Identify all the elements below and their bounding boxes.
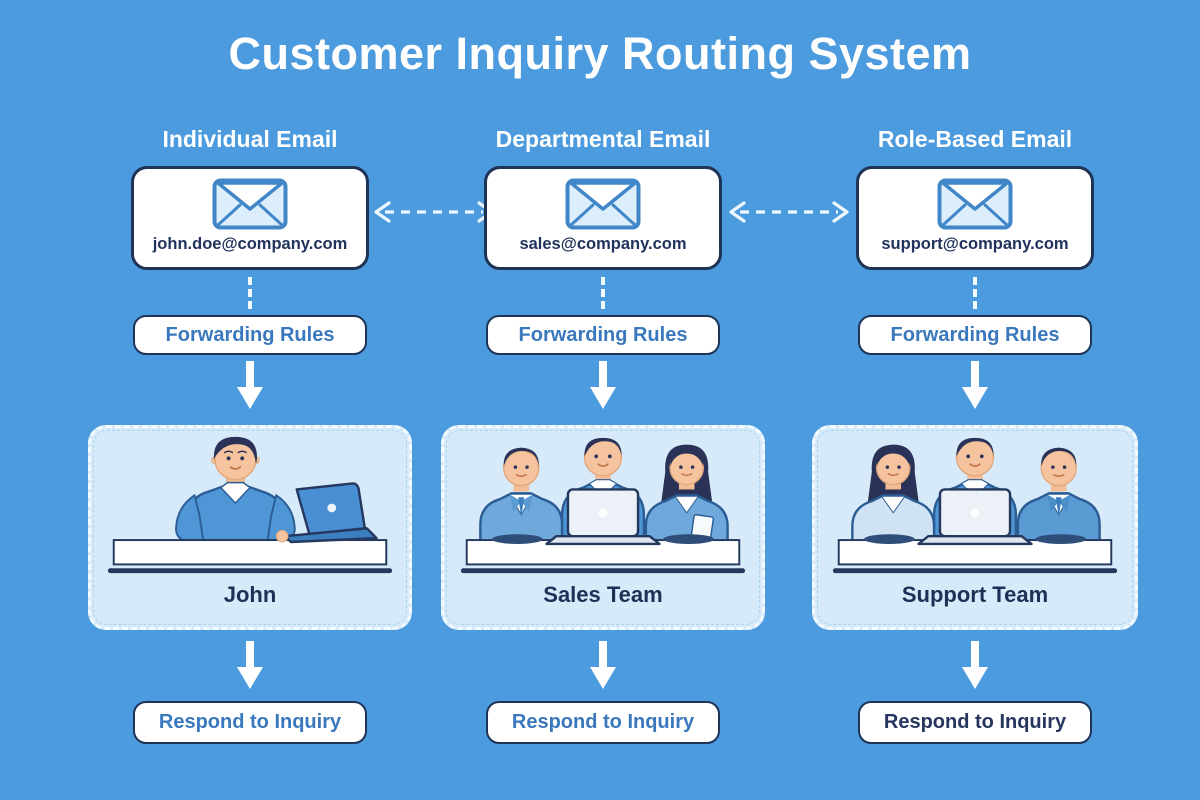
email-box: support@company.com bbox=[856, 166, 1094, 270]
keyboard bbox=[1035, 534, 1086, 544]
support-team-illustration bbox=[832, 437, 1118, 574]
desk bbox=[107, 539, 393, 574]
forwarding-rules-box: Forwarding Rules bbox=[486, 315, 720, 355]
email-box: john.doe@company.com bbox=[131, 166, 369, 270]
column-header: Role-Based Email bbox=[877, 126, 1073, 152]
column-header: Individual Email bbox=[162, 126, 338, 152]
respond-label: Respond to Inquiry bbox=[511, 711, 695, 733]
forwarding-rules-label: Forwarding Rules bbox=[165, 323, 335, 346]
dashed-connector bbox=[973, 277, 977, 309]
down-arrow-icon bbox=[237, 641, 263, 689]
laptop bbox=[275, 482, 378, 544]
dashed-connector bbox=[601, 277, 605, 309]
respond-box: Respond to Inquiry bbox=[133, 701, 367, 744]
team-box: Sales Team bbox=[441, 425, 765, 630]
forwarding-rules-box: Forwarding Rules bbox=[133, 315, 367, 355]
john-illustration bbox=[107, 436, 393, 574]
down-arrow-icon bbox=[590, 361, 616, 409]
team-box: Support Team bbox=[812, 425, 1138, 630]
keyboard bbox=[492, 534, 543, 544]
envelope-icon bbox=[937, 178, 1013, 230]
respond-label: Respond to Inquiry bbox=[883, 711, 1067, 733]
keyboard bbox=[864, 534, 915, 544]
team-box: John bbox=[88, 425, 412, 630]
sales-team-illustration bbox=[460, 437, 746, 574]
column-individual-email: Individual Email john.doe@company.com Fo… bbox=[88, 0, 412, 800]
email-address: support@company.com bbox=[881, 235, 1069, 253]
column-departmental-email: Departmental Email sales@company.com For… bbox=[441, 0, 765, 800]
team-label: Support Team bbox=[901, 582, 1049, 607]
person-john bbox=[175, 436, 296, 544]
email-address: sales@company.com bbox=[519, 235, 687, 253]
down-arrow-icon bbox=[237, 361, 263, 409]
team-label: Sales Team bbox=[543, 582, 663, 607]
keyboard bbox=[663, 534, 714, 544]
down-arrow-icon bbox=[962, 361, 988, 409]
person-left-woman bbox=[851, 444, 936, 544]
down-arrow-icon bbox=[962, 641, 988, 689]
respond-label: Respond to Inquiry bbox=[158, 711, 342, 733]
email-address: john.doe@company.com bbox=[152, 235, 348, 253]
column-role-based-email: Role-Based Email support@company.com For… bbox=[812, 0, 1138, 800]
respond-box: Respond to Inquiry bbox=[858, 701, 1092, 744]
dashed-connector bbox=[248, 277, 252, 309]
forwarding-rules-label: Forwarding Rules bbox=[518, 323, 688, 346]
forwarding-rules-label: Forwarding Rules bbox=[890, 323, 1060, 346]
envelope-icon bbox=[565, 178, 641, 230]
laptop bbox=[917, 488, 1033, 546]
forwarding-rules-box: Forwarding Rules bbox=[858, 315, 1092, 355]
column-header: Departmental Email bbox=[495, 126, 711, 152]
laptop bbox=[545, 488, 661, 546]
person-right-woman bbox=[644, 444, 729, 544]
down-arrow-icon bbox=[590, 641, 616, 689]
person-right-man bbox=[1016, 447, 1101, 544]
email-box: sales@company.com bbox=[484, 166, 722, 270]
person-left-man bbox=[479, 447, 564, 544]
bidirectional-dashed-arrow-icon bbox=[729, 201, 849, 223]
envelope-icon bbox=[212, 178, 288, 230]
team-label: John bbox=[223, 582, 277, 607]
diagram-title: Customer Inquiry Routing System bbox=[228, 28, 972, 79]
respond-box: Respond to Inquiry bbox=[486, 701, 720, 744]
